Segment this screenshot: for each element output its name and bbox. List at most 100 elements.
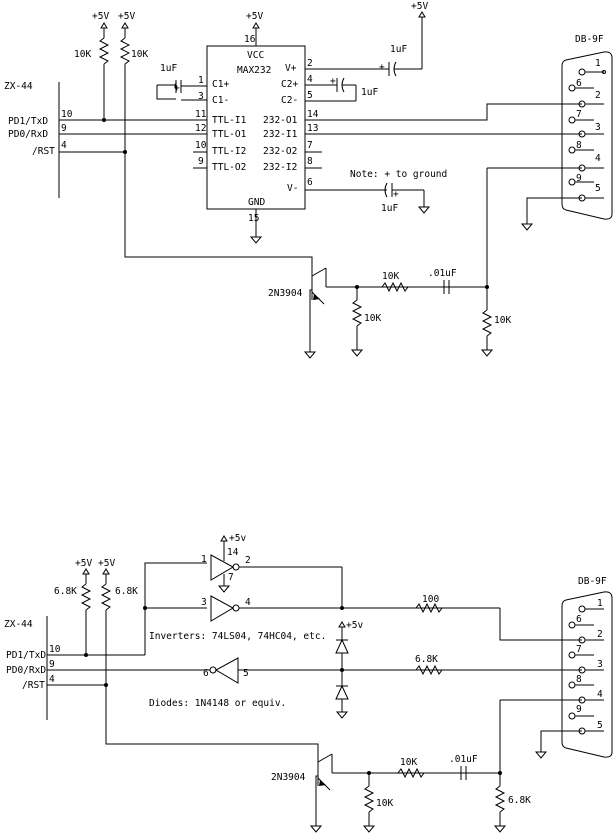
max232-pin3-num: 3 <box>198 91 204 102</box>
inverter2-pin-out: 4 <box>245 597 251 608</box>
svg-text:5: 5 <box>595 183 601 194</box>
top-pin-rxd-num: 9 <box>61 123 67 134</box>
top-transistor-label: 2N3904 <box>268 288 303 299</box>
max232-pin8-num: 8 <box>307 156 313 167</box>
max232-pin-ttli2-label: TTL-I2 <box>212 146 246 157</box>
bottom-pin-txd-label: PD1/TxD <box>6 650 46 661</box>
inverter-1 <box>210 554 235 581</box>
max232-pin14-num: 14 <box>307 109 319 120</box>
top-res-line-gnd <box>481 309 493 337</box>
bottom-zx44-label: ZX-44 <box>4 619 33 630</box>
svg-text:3: 3 <box>595 122 601 133</box>
top-cap-vminus-value: 1uF <box>381 203 398 214</box>
top-db9-pins: 1 6 2 7 3 8 4 9 5 <box>568 58 606 202</box>
max232-vcc-label: VCC <box>247 50 264 61</box>
max232-pin-vminus-label: V- <box>287 183 298 194</box>
top-cap-c1-value: 1uF <box>160 63 177 74</box>
bottom-res-base-gnd-value: 10K <box>376 798 393 809</box>
max232-pin-c2minus-label: C2- <box>281 95 298 106</box>
svg-text:5: 5 <box>597 720 603 731</box>
top-cap-vplus-supply: +5V <box>411 1 428 12</box>
top-pullup2-supply: +5V <box>118 11 135 22</box>
svg-text:1: 1 <box>597 598 603 609</box>
bottom-inverters-note: Inverters: 74LS04, 74HC04, etc. <box>149 631 326 642</box>
bottom-pullup2-value: 6.8K <box>115 586 138 597</box>
bottom-pin-rst-label: /RST <box>22 680 45 691</box>
bottom-circuit: ZX-44 PD1/TxD 10 PD0/RxD 9 /RST 4 +5V 6.… <box>4 533 613 833</box>
max232-pin11-num: 11 <box>195 109 207 120</box>
bottom-res-base-gnd <box>363 785 375 813</box>
bottom-pullup1-supply: +5V <box>75 558 92 569</box>
inverter3-pin-out: 6 <box>203 668 209 679</box>
top-res-base-value: 10K <box>382 271 399 282</box>
bottom-cap-coupling-value: .01uF <box>449 754 478 765</box>
max232-pin7-num: 7 <box>307 140 313 151</box>
top-pullup1-resistor <box>98 37 110 65</box>
top-cap-vplus-plus: + <box>379 62 385 73</box>
top-pullup2-value: 10K <box>131 49 148 60</box>
svg-text:9: 9 <box>576 173 582 184</box>
bottom-pullup1-value: 6.8K <box>54 586 77 597</box>
svg-text:7: 7 <box>576 644 582 655</box>
inverter1-pin-out: 2 <box>245 555 251 566</box>
inverter-3 <box>214 657 239 684</box>
top-res-base-gnd-value: 10K <box>364 313 381 324</box>
max232-pin-c1minus-label: C1- <box>212 95 229 106</box>
bottom-pullup2-supply: +5V <box>98 558 115 569</box>
svg-text:3: 3 <box>597 659 603 670</box>
max232-pin12-num: 12 <box>195 123 206 134</box>
top-pin-txd-num: 10 <box>61 109 73 120</box>
max232-pin4-num: 4 <box>307 74 313 85</box>
max232-pin-232i2-label: 232-I2 <box>263 162 297 173</box>
top-pullup2-resistor <box>119 37 131 65</box>
top-pullup1-supply: +5V <box>92 11 109 22</box>
bottom-pin-rst-num: 4 <box>49 674 55 685</box>
svg-text:6: 6 <box>576 78 582 89</box>
top-pin-rst-num: 4 <box>61 140 67 151</box>
bottom-db9-pins: 1 6 2 7 3 8 4 9 5 <box>568 598 604 735</box>
inverter1-pin-in: 1 <box>201 554 207 565</box>
svg-text:1: 1 <box>595 58 601 69</box>
bottom-db9-shell <box>561 591 613 758</box>
max232-pin9-num: 9 <box>198 156 204 167</box>
max232-pin10-num: 10 <box>195 140 207 151</box>
max232-pin-c2plus-label: C2+ <box>281 79 298 90</box>
top-pin-rxd-label: PD0/RxD <box>8 129 48 140</box>
bottom-res-rx-value: 6.8K <box>415 654 438 665</box>
diode-top <box>335 638 349 654</box>
max232-gnd-label: GND <box>248 197 265 208</box>
max232-vcc-supply: +5V <box>246 11 263 22</box>
max232-pin-ttlo2-label: TTL-O2 <box>212 162 246 173</box>
max232-name: MAX232 <box>237 65 271 76</box>
bottom-pullup1-resistor <box>80 583 92 611</box>
top-cap-vminus-plus: + <box>393 189 399 200</box>
diode-bottom <box>335 684 349 700</box>
top-zx44-label: ZX-44 <box>4 81 33 92</box>
svg-text:8: 8 <box>576 674 582 685</box>
max232-left-pins: C1+ 1 C1- 3 TTL-I1 11 TTL-O1 12 TTL-I2 1… <box>193 75 247 173</box>
max232-pin1-num: 1 <box>198 75 204 86</box>
max232-pin-c1plus-label: C1+ <box>212 79 229 90</box>
inverter1-pin-gnd: 7 <box>228 572 234 583</box>
max232-pin-ttli1-label: TTL-I1 <box>212 115 247 126</box>
max232-pin5-num: 5 <box>307 90 313 101</box>
bottom-pin-rxd-num: 9 <box>49 659 55 670</box>
bottom-res-line-gnd-value: 6.8K <box>508 795 531 806</box>
svg-text:6: 6 <box>576 614 582 625</box>
bottom-res-line-gnd <box>494 785 506 813</box>
max232-pin-ttlo1-label: TTL-O1 <box>212 129 247 140</box>
bottom-transistor-label: 2N3904 <box>271 772 306 783</box>
max232-pin-vplus-label: V+ <box>285 63 297 74</box>
max232-pin13-num: 13 <box>307 123 318 134</box>
inverter3-pin-in: 5 <box>243 668 249 679</box>
top-cap-c1-plus: + <box>174 83 180 94</box>
inverter2-pin-in: 3 <box>201 597 207 608</box>
top-cap-c2-value: 1uF <box>361 87 378 98</box>
top-res-line-gnd-value: 10K <box>494 315 511 326</box>
max232-pin-232o1-label: 232-O1 <box>263 115 298 126</box>
top-note: Note: + to ground <box>350 169 447 180</box>
inverter-2 <box>210 595 235 622</box>
max232-pin-232o2-label: 232-O2 <box>263 146 297 157</box>
top-cap-coupling-value: .01uF <box>428 268 457 279</box>
